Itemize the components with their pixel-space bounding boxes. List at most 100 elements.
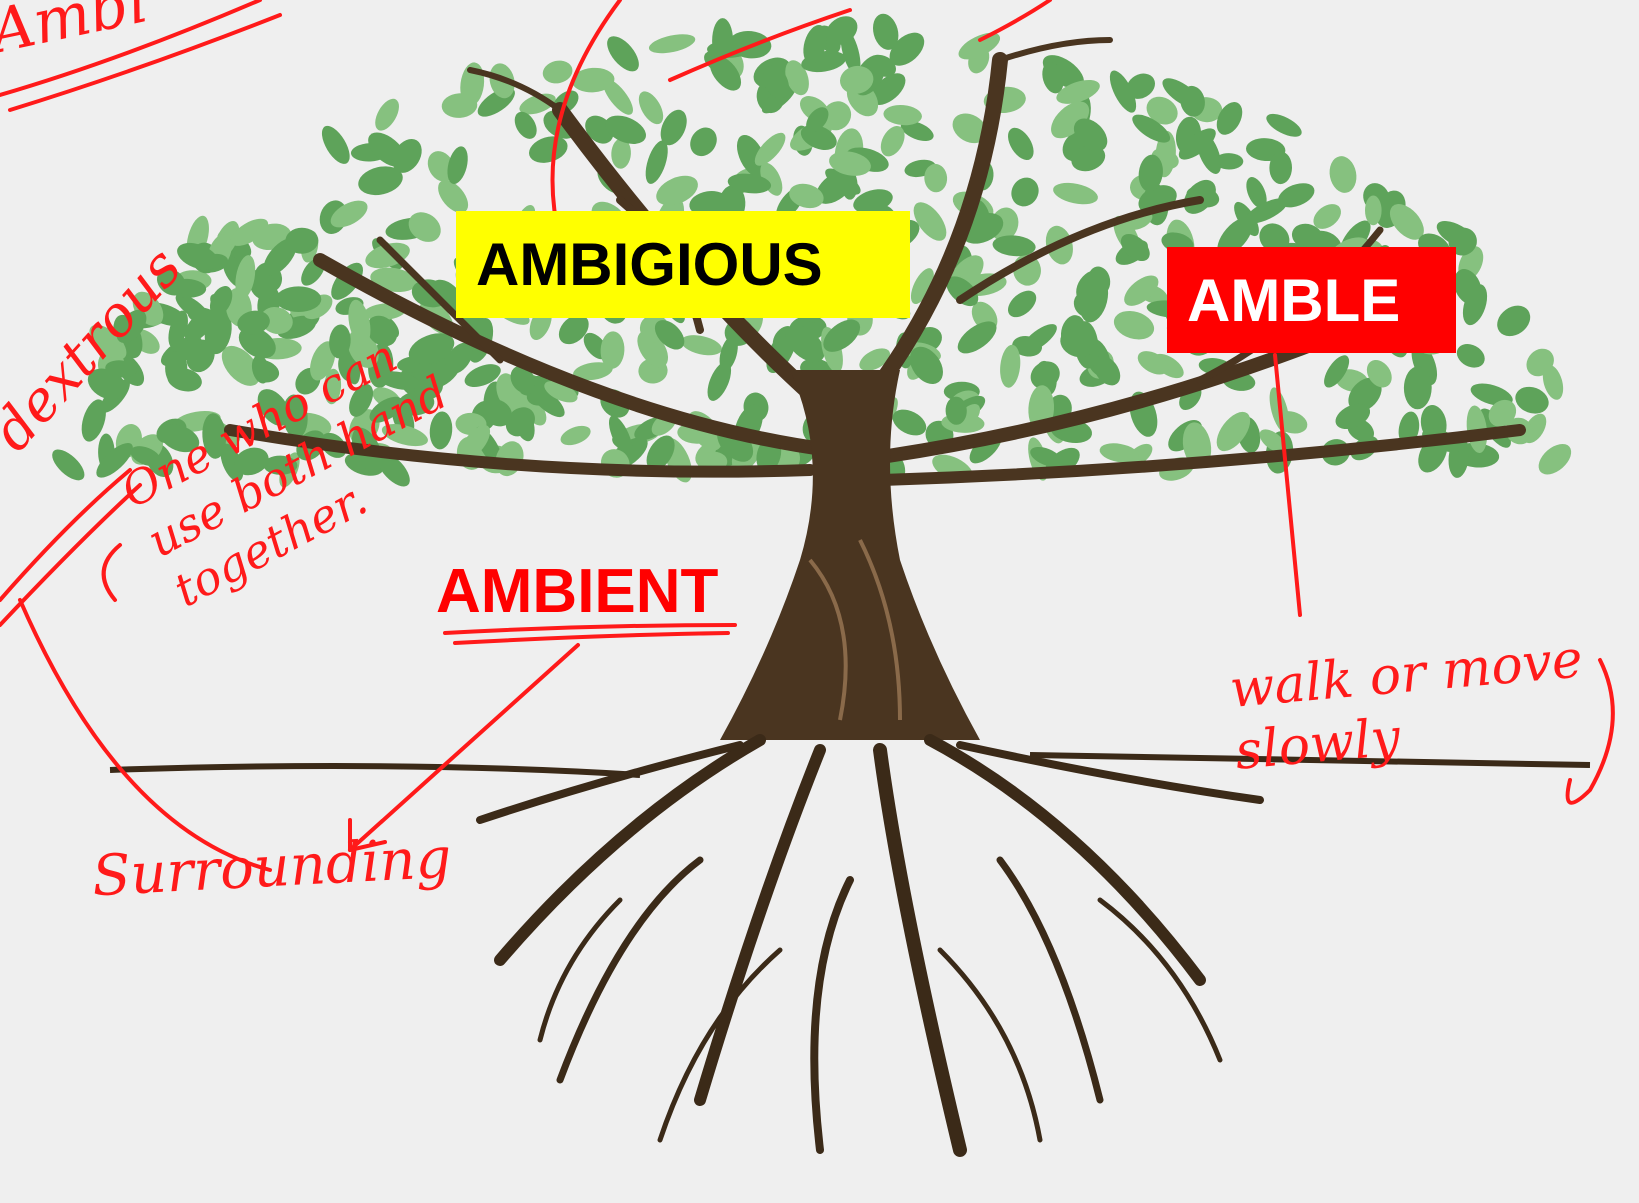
leaf [209,285,233,316]
leaf [510,365,536,394]
ink-annotations [0,0,1615,872]
leaf [1124,275,1159,306]
leaf [282,394,308,439]
leaf [156,268,186,296]
leaf [1269,151,1293,185]
leaf [600,331,625,369]
leaf [375,98,399,131]
leaf [160,424,200,453]
leaf [645,140,668,184]
leaf [1542,364,1564,400]
leaf [1007,290,1037,318]
leaf [690,127,717,157]
leaf [542,60,573,84]
leaf [1146,96,1178,125]
leaf [707,41,749,58]
leaf [1259,223,1290,253]
leaf [1109,70,1137,113]
leaf [441,93,478,118]
leaf [310,341,336,381]
leaf [221,345,260,386]
leaf [992,235,1036,257]
leaf [235,255,256,300]
leaf [785,60,809,96]
leaf [505,407,535,437]
leaf [52,449,85,481]
leaf [1245,198,1288,224]
leaf [560,425,591,446]
leaf [1053,182,1098,205]
leaf [1366,359,1392,388]
leaf [900,120,934,141]
leaf [803,24,827,64]
leaf [1180,85,1205,117]
leaf [689,190,729,216]
leaf [530,385,565,418]
leaf [953,404,981,432]
leaf [408,212,441,242]
leaf [1365,195,1382,226]
leaf [840,168,858,200]
leaf [285,227,319,254]
leaf [408,333,455,365]
ground-line-right [1029,752,1591,768]
leaf [438,180,469,213]
leaf [338,353,356,382]
leaf [358,166,403,196]
leaf [1266,113,1302,137]
leaf [514,111,537,139]
leaf [1453,269,1482,305]
leaf [275,286,322,312]
leaf [707,361,732,401]
leaf [1515,386,1549,414]
leaf [958,32,1001,60]
leaf [370,267,417,293]
leaf [913,202,947,241]
leaf [1000,344,1021,388]
leaf [709,55,742,91]
leaf [871,73,906,105]
leaf [681,335,722,356]
leaf [883,104,922,126]
leaf [727,173,772,194]
leaf [321,125,350,164]
leaf [892,409,927,436]
leaf [957,321,997,354]
leaf [378,371,421,390]
leaf [1313,204,1341,229]
leaf [1259,429,1286,453]
leaf [1093,355,1121,386]
leaf [234,447,269,476]
leaf [763,65,789,99]
leaf [377,452,410,487]
leaf [754,132,786,166]
leaf [230,218,269,246]
leaf [1042,61,1064,94]
leaf [823,319,861,352]
leaf [544,380,578,403]
leaf [1011,177,1039,207]
leaf [348,299,371,346]
leaf [646,435,675,471]
leaf [1538,443,1572,475]
ground-line-left [109,763,641,778]
leaf [785,325,825,363]
leaf [237,310,270,335]
leaf [825,16,858,46]
leaf [1488,399,1517,427]
leaf [263,455,298,475]
leaf [381,424,428,447]
leaf [1329,156,1357,193]
leaf [460,425,491,460]
leaf [249,269,276,300]
leaf [251,355,270,384]
ambigious-label: AMBIGIOUS [456,211,910,318]
leaf [1126,73,1155,99]
leaf [1060,328,1094,358]
leaf [445,342,473,374]
leaf [238,327,276,359]
leaf [529,136,568,163]
leaf [168,310,188,349]
leaf [1335,403,1371,430]
ambient-label: AMBIENT [436,556,719,626]
